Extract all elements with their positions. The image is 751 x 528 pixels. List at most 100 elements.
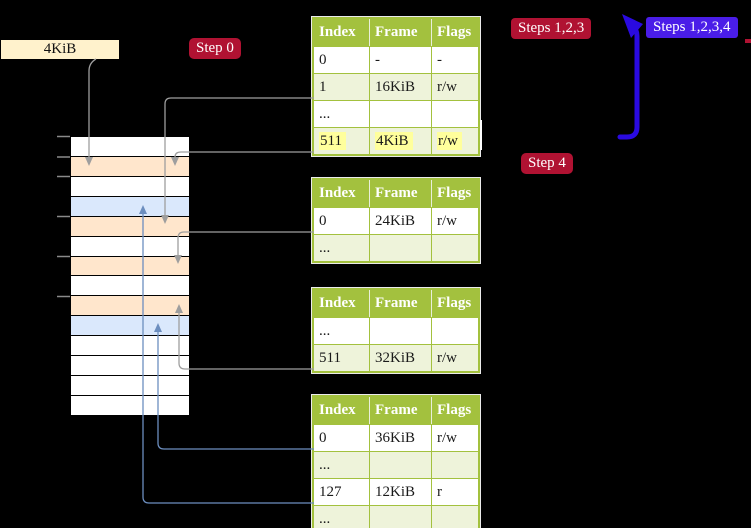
cell-text: r/w <box>437 430 457 446</box>
table-cell: ... <box>314 318 369 344</box>
memory-frame-row <box>71 394 189 415</box>
cell-text: ... <box>319 511 331 527</box>
cell-text: r/w <box>437 350 457 366</box>
arrow-table3-entry511-to-frame <box>175 304 314 370</box>
step4-label: Step 4 <box>521 153 573 174</box>
cell-text: r/w <box>437 132 462 150</box>
table-cell: 0 <box>314 425 369 451</box>
memory-frame-row <box>71 315 189 336</box>
table-cell <box>369 506 431 528</box>
cell-text: r/w <box>437 79 457 95</box>
table-cell: 4KiB <box>369 128 431 154</box>
table-cell: 36KiB <box>369 425 431 451</box>
table-cell: ... <box>314 452 369 478</box>
cell-text: ... <box>319 240 331 256</box>
column-header: Frame <box>369 19 431 46</box>
table-row: ... <box>314 234 478 261</box>
cell-text: 16KiB <box>375 79 416 95</box>
cell-text: ... <box>319 457 331 473</box>
table-cell: - <box>431 47 478 73</box>
memory-frame-row <box>71 375 189 395</box>
memory-frame-row <box>71 335 189 356</box>
table-row: ... <box>314 505 478 528</box>
cell-text: 1 <box>319 79 327 95</box>
table-cell: 511 <box>314 345 369 371</box>
arrow-table2-entry0-to-frame <box>174 231 314 264</box>
table-cell <box>369 318 431 344</box>
table-row: 511 32KiB r/w <box>314 344 478 371</box>
cell-text: 24KiB <box>375 213 416 229</box>
table-cell: r/w <box>431 345 478 371</box>
table-cell <box>431 452 478 478</box>
arrow-table1-entry511-to-frame <box>171 151 314 166</box>
table-cell: r <box>431 479 478 505</box>
table-row: 0 24KiB r/w <box>314 207 478 234</box>
table-row: ... <box>314 100 478 127</box>
table-row: ... <box>314 451 478 478</box>
cell-text: r <box>437 484 442 500</box>
table-cell: 12KiB <box>369 479 431 505</box>
cell-text: 511 <box>319 132 346 150</box>
table-cell: r/w <box>431 208 478 234</box>
memory-frame-row <box>71 235 189 256</box>
column-header: Index <box>319 185 356 201</box>
table-cell <box>369 101 431 127</box>
column-header: Flags <box>431 19 478 46</box>
stack-tick-marks <box>57 135 70 298</box>
table-cell <box>431 506 478 528</box>
table-cell: 24KiB <box>369 208 431 234</box>
cell-text: 12KiB <box>375 484 416 500</box>
table-cell <box>369 235 431 261</box>
table-cell: ... <box>314 101 369 127</box>
step0-label: Step 0 <box>189 38 241 59</box>
cell-text: ... <box>319 323 331 339</box>
table-cell: 511 <box>314 128 369 154</box>
cell-text: 36KiB <box>375 430 416 446</box>
table-cell: 127 <box>314 479 369 505</box>
cell-text: 0 <box>319 52 327 68</box>
table-row: ... <box>314 317 478 344</box>
column-header: Index <box>319 295 356 311</box>
steps1234-label: Steps 1,2,3,4 <box>646 17 738 38</box>
table-cell <box>431 101 478 127</box>
size-label-4kib: 4KiB <box>1 40 119 59</box>
memory-frame-row <box>71 175 189 196</box>
column-header: Frame <box>369 290 431 317</box>
table-cell: 32KiB <box>369 345 431 371</box>
cell-text: 0 <box>319 430 327 446</box>
cell-text: r/w <box>437 213 457 229</box>
table-cell: r/w <box>431 425 478 451</box>
memory-frame-row <box>71 215 189 236</box>
table-cell: 0 <box>314 208 369 234</box>
loop-arrow <box>617 14 643 140</box>
cell-text: - <box>437 52 442 68</box>
column-header: Index <box>319 402 356 418</box>
column-header: Flags <box>431 180 478 207</box>
cell-text: 0 <box>319 213 327 229</box>
memory-frame-row <box>71 137 189 156</box>
table-cell: 1 <box>314 74 369 100</box>
cutoff-red-mark <box>745 39 751 43</box>
column-header: Flags <box>431 397 478 424</box>
table-row: 0 -- <box>314 46 478 73</box>
table-cell: ... <box>314 506 369 528</box>
cell-text: 32KiB <box>375 350 416 366</box>
table-row: 1 16KiB r/w <box>314 73 478 100</box>
table-row: 127 12KiB r <box>314 478 478 505</box>
table-cell: - <box>369 47 431 73</box>
memory-frame-row <box>71 195 189 216</box>
memory-stack <box>70 136 190 416</box>
memory-frame-row <box>71 275 189 296</box>
cell-text: 4KiB <box>375 132 413 150</box>
table-cell <box>431 235 478 261</box>
table-row: 511 4KiB r/w <box>314 127 478 154</box>
cell-text: ... <box>319 106 331 122</box>
memory-frame-row <box>71 355 189 376</box>
table-cell: r/w <box>431 128 478 154</box>
